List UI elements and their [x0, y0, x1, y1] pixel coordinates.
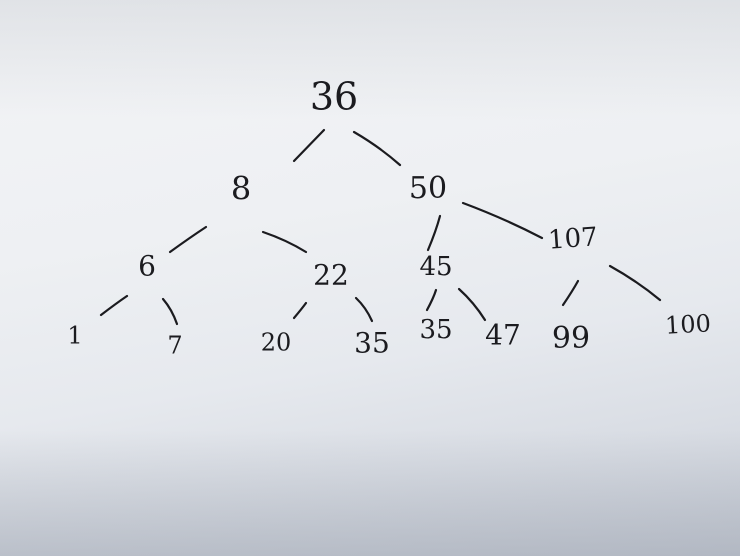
node-35: 35: [354, 327, 390, 360]
edge-n8-n6: [168, 225, 208, 254]
node-7: 7: [167, 332, 182, 360]
node-1: 1: [67, 322, 82, 350]
node-6: 6: [138, 250, 156, 283]
node-99: 99: [552, 321, 590, 356]
edge-n36-n50: [352, 130, 402, 167]
node-45: 45: [419, 252, 452, 282]
edge-n45-n35b: [425, 288, 438, 312]
node-20: 20: [261, 329, 292, 357]
node-100: 100: [664, 309, 711, 339]
edge-n45-n47: [457, 287, 487, 322]
edge-n107-n100: [608, 264, 662, 302]
edge-n6-n7: [161, 297, 179, 326]
node-35b: 35: [419, 315, 452, 345]
edge-n8-n22: [261, 230, 308, 254]
node-22: 22: [313, 259, 349, 292]
shadow-top: [0, 0, 740, 120]
node-8: 8: [231, 170, 251, 208]
edge-n107-n99: [561, 279, 580, 307]
shadow-bottom: [0, 430, 740, 556]
edge-n50-n45: [426, 214, 442, 252]
edge-n22-n20: [292, 301, 308, 320]
node-50: 50: [409, 171, 447, 206]
node-107: 107: [547, 222, 599, 255]
edge-n50-n107: [461, 201, 544, 240]
edge-n22-n35: [354, 296, 374, 323]
node-47: 47: [485, 319, 521, 352]
edge-n36-n8: [292, 128, 326, 163]
node-36: 36: [310, 75, 358, 119]
edge-n6-n1: [99, 294, 129, 317]
